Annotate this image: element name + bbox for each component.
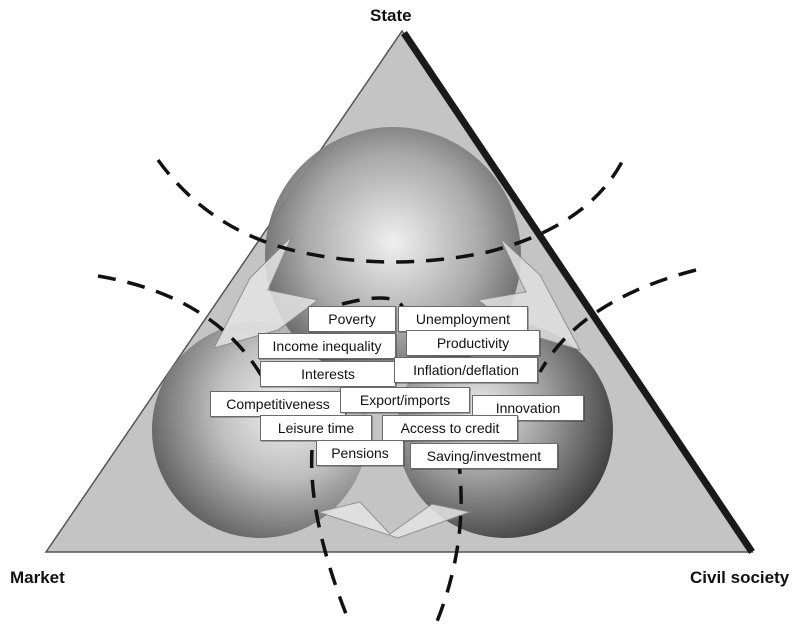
dashed-curve-upper-right (538, 268, 697, 373)
triangle-right-edge (401, 31, 755, 554)
factor-export-imports: Export/imports (340, 387, 470, 413)
factor-saving-investment: Saving/investment (410, 443, 558, 469)
vertex-label-market: Market (10, 568, 65, 587)
factor-productivity: Productivity (406, 330, 540, 356)
factor-leisure-time: Leisure time (260, 415, 372, 441)
factor-access-to-credit: Access to credit (382, 415, 518, 441)
dashed-curve-lower-right (434, 455, 463, 624)
arrow-bottom (316, 501, 472, 539)
dashed-curve-top (156, 157, 626, 264)
factor-interests: Interests (260, 361, 396, 387)
dashed-curve-lower-left (309, 449, 352, 624)
arrow-left (213, 235, 320, 349)
factor-pensions: Pensions (316, 440, 404, 466)
factor-income-inequality: Income inequality (258, 333, 396, 359)
factor-competitiveness: Competitiveness (210, 391, 346, 417)
vertex-label-state: State (370, 6, 412, 25)
factor-inflation-deflation: Inflation/deflation (394, 357, 538, 383)
vertex-label-civil-society: Civil society (690, 568, 790, 587)
factor-poverty: Poverty (308, 306, 396, 332)
dashed-curve-upper-left (97, 274, 266, 381)
dashed-boundaries (97, 157, 697, 624)
dashed-curve-center (341, 296, 406, 331)
factor-unemployment: Unemployment (398, 306, 528, 332)
